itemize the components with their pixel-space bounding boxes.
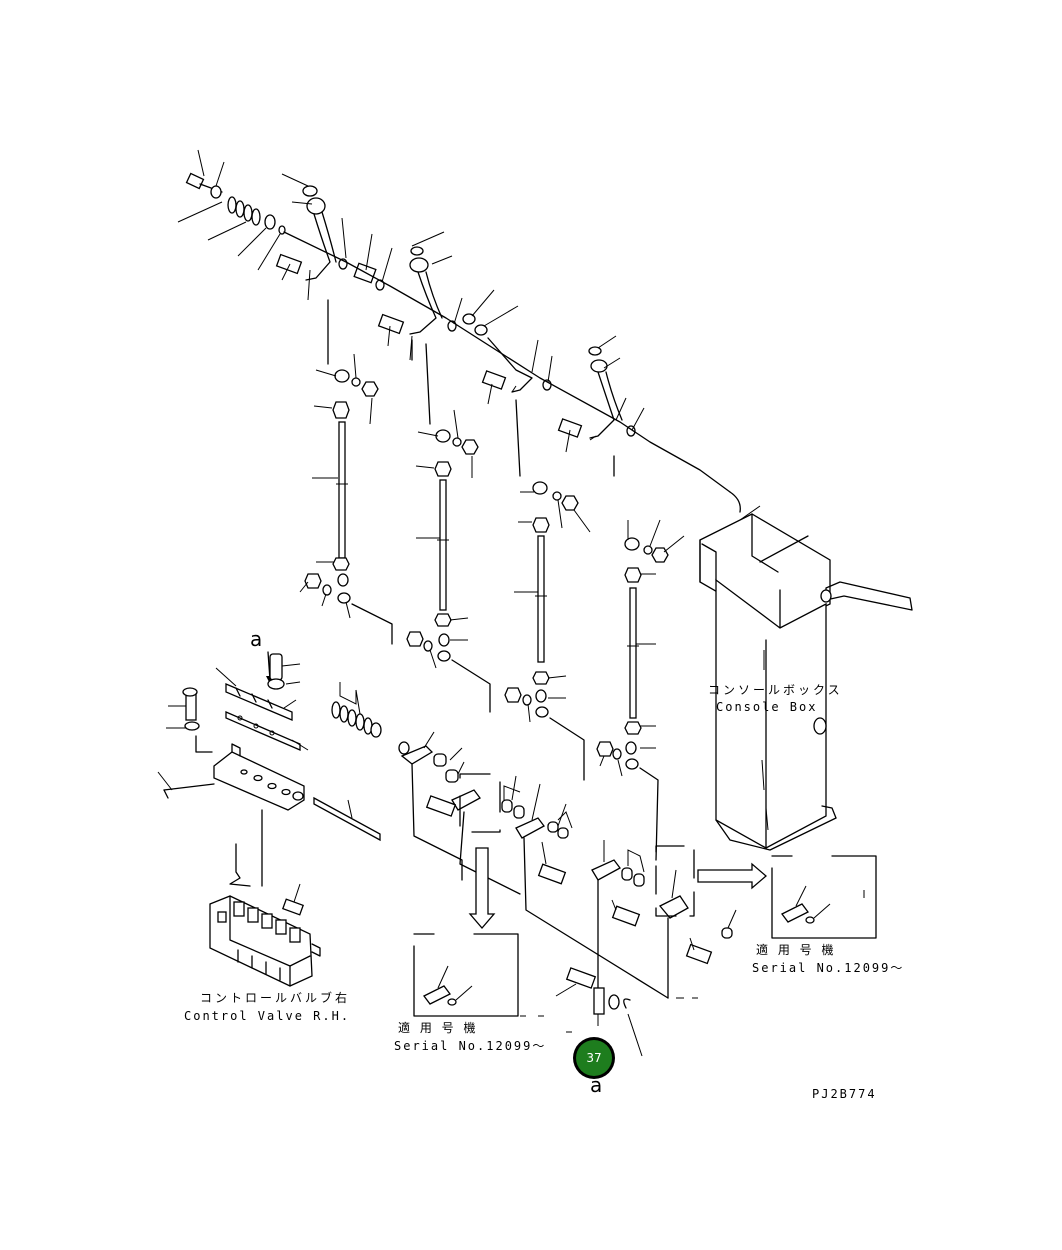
leader-lines-top	[177, 149, 645, 453]
link-set-1	[398, 731, 521, 895]
serial-detail-box-2	[771, 855, 877, 939]
bolt-top-left	[185, 172, 223, 199]
applicable-model-label-1: 適 用 号 機	[398, 1020, 478, 1035]
serial-number-label-2: Serial No.12099～	[752, 961, 904, 975]
reference-badge[interactable]: 37	[573, 1037, 615, 1079]
lever-2	[377, 246, 488, 336]
control-valve	[209, 843, 321, 987]
rod-1	[304, 299, 379, 604]
main-shaft	[283, 231, 731, 493]
link-set-4	[655, 845, 737, 999]
detail-a-plates	[215, 651, 309, 751]
serial-number-label-1: Serial No.12099～	[394, 1039, 546, 1053]
control-valve-label-en: Control Valve R.H.	[184, 1009, 350, 1023]
rod-4	[596, 455, 669, 770]
link-set-3	[591, 840, 645, 1007]
pin-and-clip	[520, 967, 643, 1057]
console-box	[699, 505, 913, 851]
applicable-model-label-2: 適 用 号 機	[756, 942, 836, 957]
detail-a-marker-top: a	[250, 627, 262, 651]
control-rods	[299, 299, 685, 861]
leader-lines-rods	[299, 353, 685, 777]
arrow-right	[697, 862, 767, 890]
drawing-number: PJ2B774	[812, 1087, 877, 1101]
rod-3	[504, 399, 579, 718]
link-set-2	[501, 775, 669, 999]
control-valve-label-jp: コントロールバルブ右	[200, 990, 350, 1005]
mounting-bracket	[157, 687, 381, 887]
spring-lower	[331, 682, 382, 738]
lower-links	[331, 682, 767, 1057]
console-box-label-jp: コンソールボックス	[708, 683, 843, 697]
lever-4	[557, 346, 636, 439]
detail-a-marker-bottom: a	[590, 1073, 602, 1097]
rod-2	[406, 339, 479, 662]
lever-3	[481, 337, 552, 393]
serial-detail-box-1	[413, 933, 519, 1017]
arrow-down	[468, 847, 496, 929]
console-box-label-en: Console Box	[716, 700, 817, 714]
spring-stack-top	[227, 196, 286, 235]
top-lever-assembly	[177, 149, 741, 513]
reference-badge-number: 37	[586, 1051, 601, 1065]
